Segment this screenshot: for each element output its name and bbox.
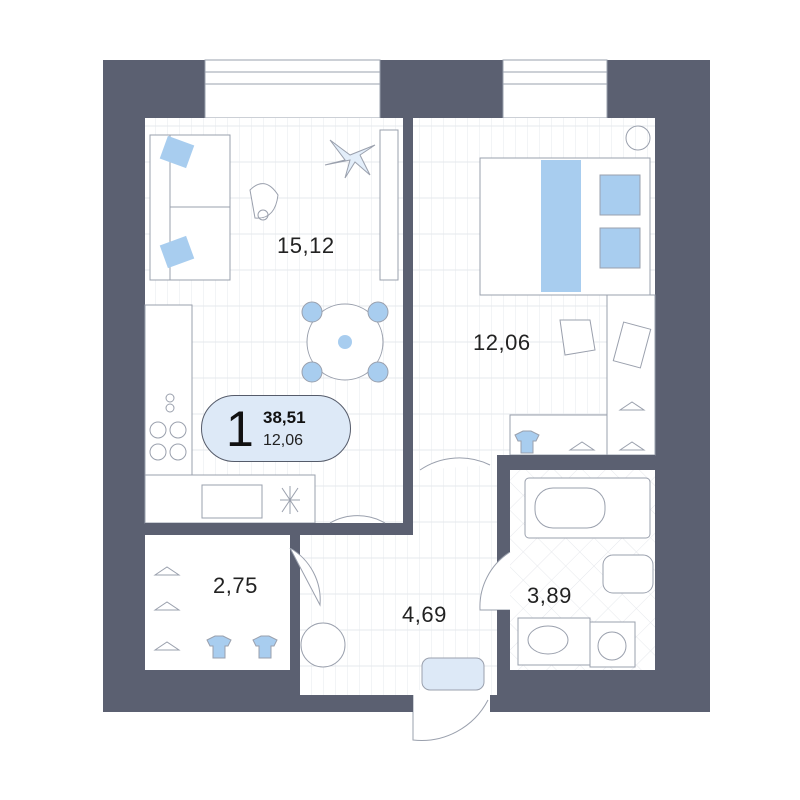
apartment-summary-badge: 1 38,51 12,06 bbox=[201, 395, 351, 462]
kitchen-door bbox=[329, 515, 386, 524]
bathroom-door bbox=[479, 551, 511, 611]
room-area-storage: 2,75 bbox=[213, 573, 258, 598]
interior-walls bbox=[103, 118, 710, 712]
living-area: 12,06 bbox=[263, 432, 304, 449]
total-area: 38,51 bbox=[263, 408, 306, 427]
window bbox=[502, 59, 608, 119]
boiler bbox=[300, 622, 346, 668]
room-count: 1 bbox=[226, 401, 254, 457]
shirt-icon bbox=[206, 430, 540, 659]
radiator bbox=[421, 657, 485, 691]
room-area-bathroom: 3,89 bbox=[527, 583, 572, 608]
fridge-icon bbox=[280, 486, 300, 514]
closet bbox=[606, 294, 656, 456]
bathtub bbox=[524, 477, 651, 539]
room-area-hallway: 4,69 bbox=[402, 602, 447, 627]
stove bbox=[149, 393, 187, 461]
room-area-bedroom: 12,06 bbox=[473, 330, 531, 355]
balcony-door bbox=[412, 695, 489, 741]
room-area-living-kitchen: 15,12 bbox=[277, 233, 335, 258]
sink bbox=[201, 484, 263, 519]
window bbox=[204, 59, 381, 119]
storage-door bbox=[289, 547, 321, 607]
wardrobe bbox=[379, 129, 399, 281]
coffee-table bbox=[249, 183, 279, 219]
chair bbox=[559, 319, 596, 356]
toilet bbox=[602, 554, 654, 594]
plant-icon bbox=[324, 139, 376, 179]
bedroom-door bbox=[419, 457, 491, 471]
washbasin bbox=[517, 617, 591, 666]
hanger-icon bbox=[153, 401, 646, 651]
washer-icon bbox=[625, 125, 651, 151]
